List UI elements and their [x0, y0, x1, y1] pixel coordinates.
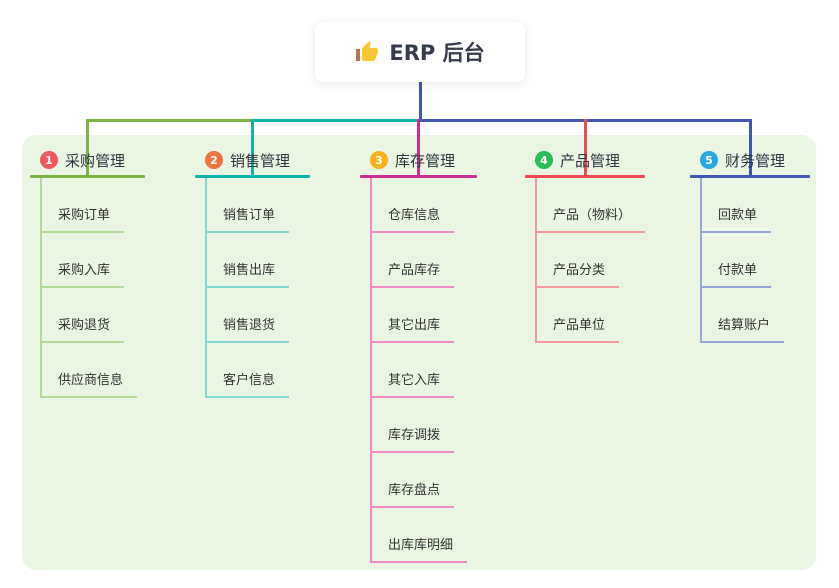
- connector-line: [749, 119, 752, 175]
- child-topic[interactable]: 采购订单: [42, 178, 125, 233]
- branch-underline: [360, 175, 477, 178]
- connector-line: [86, 119, 254, 122]
- child-topic[interactable]: 库存调拨: [372, 398, 455, 453]
- branch-topic[interactable]: 4 产品管理: [535, 150, 645, 175]
- branch-children: 销售订单销售出库销售退货客户信息: [205, 178, 310, 398]
- connector-line: [417, 119, 420, 175]
- thumbs-up-icon: [356, 41, 379, 61]
- child-topic[interactable]: 产品（物料）: [537, 178, 646, 233]
- child-topic[interactable]: 销售出库: [207, 233, 290, 288]
- branch-number-badge: 5: [700, 151, 718, 169]
- root-topic-erp-backend[interactable]: ERP 后台: [315, 22, 525, 82]
- branch-topic-label: 财务管理: [725, 151, 786, 170]
- branch-topic[interactable]: 5 财务管理: [700, 150, 810, 175]
- root-topic-label: ERP 后台: [389, 41, 485, 65]
- branch-children: 仓库信息产品库存其它出库其它入库库存调拨库存盘点出库库明细: [370, 178, 477, 563]
- branch-topic[interactable]: 3 库存管理: [370, 150, 477, 175]
- child-topic[interactable]: 其它入库: [372, 343, 455, 398]
- connector-line: [251, 119, 254, 175]
- child-topic[interactable]: 供应商信息: [42, 343, 138, 398]
- branch-topic-label: 采购管理: [65, 151, 126, 170]
- branch-underline: [525, 175, 645, 178]
- branch-number-badge: 2: [205, 151, 223, 169]
- branch-4: 4 产品管理 产品（物料）产品分类产品单位: [525, 150, 646, 343]
- child-topic[interactable]: 付款单: [702, 233, 772, 288]
- child-topic[interactable]: 销售退货: [207, 288, 290, 343]
- child-topic[interactable]: 采购入库: [42, 233, 125, 288]
- branch-topic[interactable]: 1 采购管理: [40, 150, 145, 175]
- child-topic[interactable]: 库存盘点: [372, 453, 455, 508]
- branch-number-badge: 3: [370, 151, 388, 169]
- branch-3: 3 库存管理 仓库信息产品库存其它出库其它入库库存调拨库存盘点出库库明细: [360, 150, 477, 563]
- child-topic[interactable]: 出库库明细: [372, 508, 468, 563]
- child-topic[interactable]: 回款单: [702, 178, 772, 233]
- child-topic[interactable]: 产品库存: [372, 233, 455, 288]
- branch-children: 回款单付款单结算账户: [700, 178, 810, 343]
- child-topic[interactable]: 其它出库: [372, 288, 455, 343]
- branch-5: 5 财务管理 回款单付款单结算账户: [690, 150, 810, 343]
- branch-topic-label: 产品管理: [560, 151, 621, 170]
- branch-children: 产品（物料）产品分类产品单位: [535, 178, 646, 343]
- branch-topic-label: 库存管理: [395, 151, 456, 170]
- branch-1: 1 采购管理 采购订单采购入库采购退货供应商信息: [30, 150, 145, 398]
- connector-line: [86, 119, 89, 175]
- branches-background-panel: [22, 135, 816, 570]
- branch-underline: [195, 175, 310, 178]
- child-topic[interactable]: 客户信息: [207, 343, 290, 398]
- branch-topic-label: 销售管理: [230, 151, 291, 170]
- child-topic[interactable]: 产品单位: [537, 288, 620, 343]
- connector-line: [584, 119, 587, 175]
- branch-children: 采购订单采购入库采购退货供应商信息: [40, 178, 145, 398]
- branch-underline: [690, 175, 810, 178]
- child-topic[interactable]: 销售订单: [207, 178, 290, 233]
- connector-line: [251, 119, 420, 122]
- connector-line: [418, 82, 422, 122]
- branch-underline: [30, 175, 145, 178]
- branch-number-badge: 4: [535, 151, 553, 169]
- child-topic[interactable]: 采购退货: [42, 288, 125, 343]
- branch-topic[interactable]: 2 销售管理: [205, 150, 310, 175]
- branch-2: 2 销售管理 销售订单销售出库销售退货客户信息: [195, 150, 310, 398]
- branch-number-badge: 1: [40, 151, 58, 169]
- child-topic[interactable]: 结算账户: [702, 288, 785, 343]
- child-topic[interactable]: 产品分类: [537, 233, 620, 288]
- child-topic[interactable]: 仓库信息: [372, 178, 455, 233]
